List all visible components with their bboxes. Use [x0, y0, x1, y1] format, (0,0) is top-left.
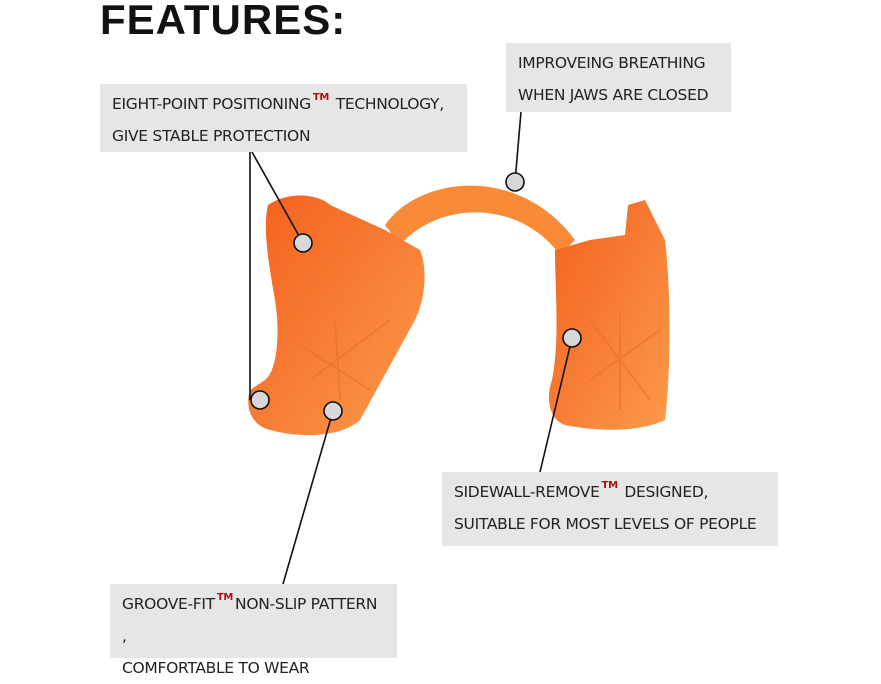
callout-text: DESIGNED, [624, 483, 709, 501]
callout-dot [293, 233, 313, 253]
callout-text: TECHNOLOGY, [335, 95, 444, 113]
callout-text: GROOVE-FIT [122, 595, 215, 613]
callout-text: COMFORTABLE TO WEAR [122, 659, 310, 677]
trademark-mark: TM [312, 92, 330, 103]
callout-dot [323, 401, 343, 421]
mouthguard-right-block [548, 200, 670, 430]
callout-dot [505, 172, 525, 192]
callout-text: WHEN JAWS ARE CLOSED [518, 86, 709, 104]
page-title: FEATURES: [100, 0, 347, 43]
mouthguard-left-block [248, 195, 425, 436]
callout-text: SUITABLE FOR MOST LEVELS OF PEOPLE [454, 515, 757, 533]
callout-dot [250, 390, 270, 410]
trademark-mark: TM [601, 480, 618, 491]
mouthguard-arch [385, 185, 575, 255]
callout-text: NON-SLIP PATTERN , [122, 595, 378, 645]
trademark-mark: TM [216, 592, 234, 603]
callout-text: GIVE STABLE PROTECTION [112, 127, 311, 145]
callout-dot [562, 328, 582, 348]
callout-text: EIGHT-POINT POSITIONING [112, 95, 311, 113]
callout-breathing: IMPROVEING BREATHING WHEN JAWS ARE CLOSE… [506, 43, 731, 112]
groove-pattern [299, 310, 661, 410]
callout-text: IMPROVEING BREATHING [518, 54, 706, 72]
leader-lines [249, 111, 573, 585]
callout-text: SIDEWALL-REMOVE [454, 483, 600, 501]
mouthguard-illustration [248, 111, 670, 585]
